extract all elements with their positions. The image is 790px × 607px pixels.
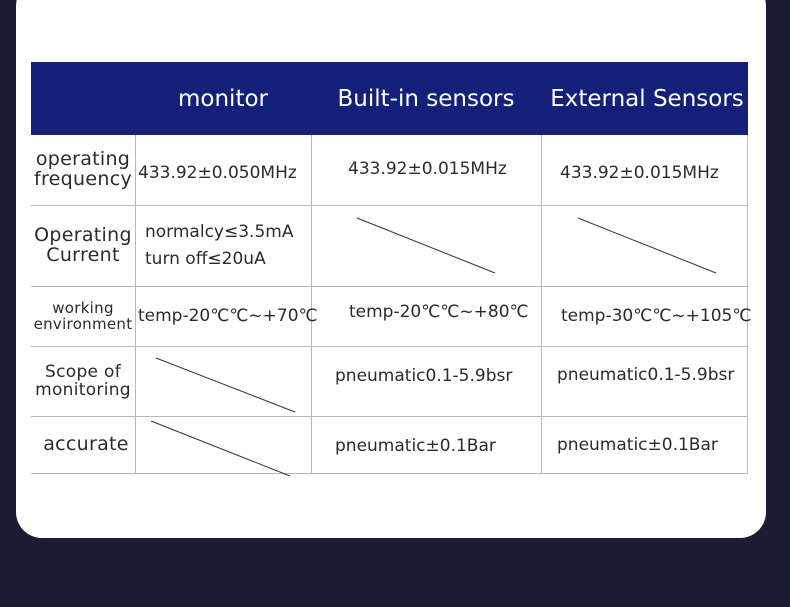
column-divider — [747, 135, 748, 474]
row-label-line: accurate — [43, 433, 129, 456]
cell-builtin-scope: pneumatic0.1-5.9bsr — [335, 347, 539, 407]
row-label-operating-frequency: operating frequency — [31, 135, 135, 205]
cell-builtin-accurate: pneumatic±0.1Bar — [335, 417, 539, 477]
row-divider — [31, 416, 748, 417]
cell-value: temp-20℃℃~+70℃ — [138, 306, 318, 327]
row-label-line: Current — [46, 244, 120, 266]
row-label-working-environment: working environment — [31, 287, 135, 346]
header-monitor: monitor — [178, 85, 268, 112]
cell-monitor-frequency: 433.92±0.050MHz — [138, 135, 310, 213]
cell-value: turn off≤20uA — [145, 249, 266, 269]
cell-monitor-environment: temp-20℃℃~+70℃ — [138, 287, 318, 347]
row-label-line: Scope of — [45, 361, 121, 382]
row-label-line: monitoring — [35, 379, 131, 400]
not-applicable-slash — [155, 357, 296, 413]
row-divider — [31, 346, 748, 347]
cell-value: normalcy≤3.5mA — [145, 221, 294, 242]
cell-monitor-current: normalcy≤3.5mA turn off≤20uA — [145, 206, 310, 286]
not-applicable-slash — [356, 217, 496, 274]
spec-comparison-table: monitor Built-in sensors External Sensor… — [31, 62, 751, 477]
cell-value: 433.92±0.015MHz — [348, 159, 507, 180]
column-divider — [311, 135, 312, 474]
row-label-line: working — [52, 298, 114, 317]
cell-external-scope: pneumatic0.1-5.9bsr — [557, 347, 747, 405]
cell-external-environment: temp-30℃℃~+105℃ — [561, 287, 751, 347]
cell-value: temp-30℃℃~+105℃ — [561, 306, 752, 327]
row-divider — [31, 473, 748, 474]
cell-builtin-environment: temp-20℃℃~+80℃ — [349, 287, 539, 339]
cell-builtin-frequency: 433.92±0.015MHz — [348, 135, 538, 205]
row-label-line: frequency — [34, 168, 132, 190]
cell-value: pneumatic±0.1Bar — [557, 435, 718, 456]
header-built-in-sensors: Built-in sensors — [337, 85, 515, 112]
row-label-scope-of-monitoring: Scope of monitoring — [31, 347, 135, 416]
cell-external-frequency: 433.92±0.015MHz — [560, 135, 745, 213]
cell-value: pneumatic0.1-5.9bsr — [557, 365, 735, 386]
row-label-accurate: accurate — [31, 417, 141, 473]
row-label-line: operating — [35, 148, 131, 171]
not-applicable-slash — [150, 420, 291, 477]
not-applicable-slash — [577, 217, 717, 274]
cell-value: pneumatic±0.1Bar — [335, 436, 496, 457]
row-divider — [31, 205, 748, 206]
cell-value: 433.92±0.050MHz — [138, 163, 297, 184]
row-divider — [31, 286, 748, 287]
table-header: monitor Built-in sensors External Sensor… — [31, 62, 748, 135]
cell-external-accurate: pneumatic±0.1Bar — [557, 417, 747, 475]
header-external-sensors: External Sensors — [550, 85, 744, 112]
column-divider — [541, 135, 542, 474]
cell-value: pneumatic0.1-5.9bsr — [335, 366, 513, 387]
cell-value: 433.92±0.015MHz — [560, 163, 719, 184]
column-divider — [135, 135, 136, 474]
row-label-operating-current: Operating Current — [31, 206, 135, 286]
row-label-line: environment — [33, 314, 133, 333]
row-label-line: Operating — [34, 224, 132, 247]
cell-value: temp-20℃℃~+80℃ — [349, 302, 529, 323]
